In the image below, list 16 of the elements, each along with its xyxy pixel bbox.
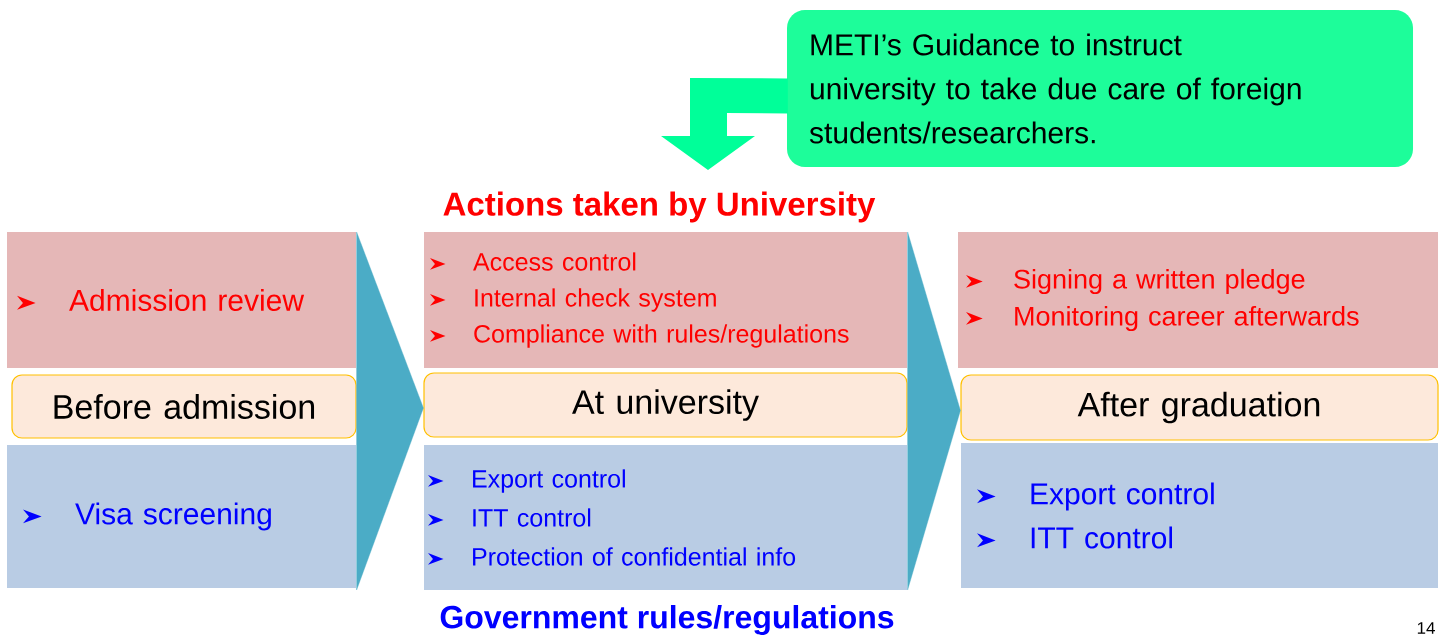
- heading: Actions taken by University: [443, 191, 876, 223]
- page-number: 14: [1417, 622, 1435, 634]
- chevron-arrow: [356, 231, 424, 591]
- callout-box: METI’s Guidance to instruct university to take due care of foreign students/researchers.: [787, 10, 1413, 167]
- bullet-list-box: Access control Internal check system Compliance with rules/regulations: [424, 232, 907, 368]
- bullet-list-box: Admission review: [7, 232, 356, 368]
- stage-box: At university: [423, 372, 908, 438]
- bullet-list-box: Visa screening: [7, 445, 356, 588]
- bullet-list-box: Signing a written pledge Monitoring career afterwards: [958, 232, 1438, 368]
- bent-arrow: [661, 78, 788, 170]
- heading: Government rules/regulations: [440, 605, 894, 635]
- stage-box: Before admission: [11, 374, 357, 439]
- chevron-arrow: [907, 231, 961, 591]
- bullet-list-box: Export control ITT control Protection of confidential info: [424, 445, 907, 590]
- stage-box: After graduation: [960, 374, 1439, 441]
- bullet-list-box: Export control ITT control: [961, 443, 1438, 588]
